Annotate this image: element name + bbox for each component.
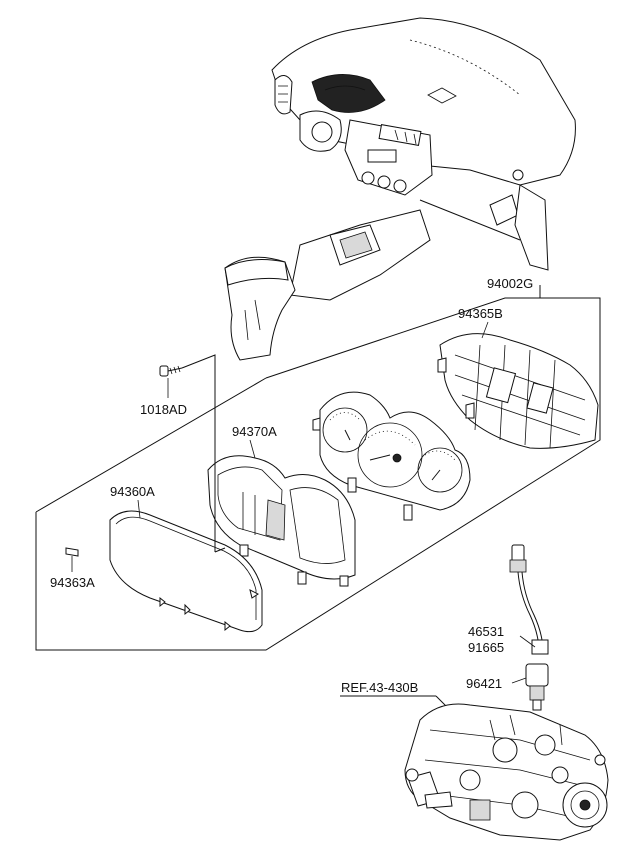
label-94360A: 94360A <box>110 484 155 499</box>
label-94002G: 94002G <box>487 276 533 291</box>
label-ref-43-430B: REF.43-430B <box>341 680 418 695</box>
label-94363A: 94363A <box>50 575 95 590</box>
label-96421: 96421 <box>466 676 502 691</box>
label-94370A: 94370A <box>232 424 277 439</box>
screw-part <box>159 365 183 377</box>
gauge-face-part <box>312 391 471 521</box>
label-1018AD: 1018AD <box>140 402 187 417</box>
clip-part <box>65 547 79 557</box>
pcb-housing-part <box>437 333 599 449</box>
transmission-illustration <box>404 703 609 841</box>
assembly-outline <box>35 297 601 651</box>
wire-sensor-part <box>509 544 549 655</box>
label-46531: 46531 <box>468 624 504 639</box>
label-91665: 91665 <box>468 640 504 655</box>
label-94365B: 94365B <box>458 306 503 321</box>
face-panel-part <box>207 455 356 587</box>
speed-sensor-part <box>525 663 549 711</box>
dashboard-illustration <box>224 17 576 361</box>
glass-lens-part <box>109 510 263 633</box>
